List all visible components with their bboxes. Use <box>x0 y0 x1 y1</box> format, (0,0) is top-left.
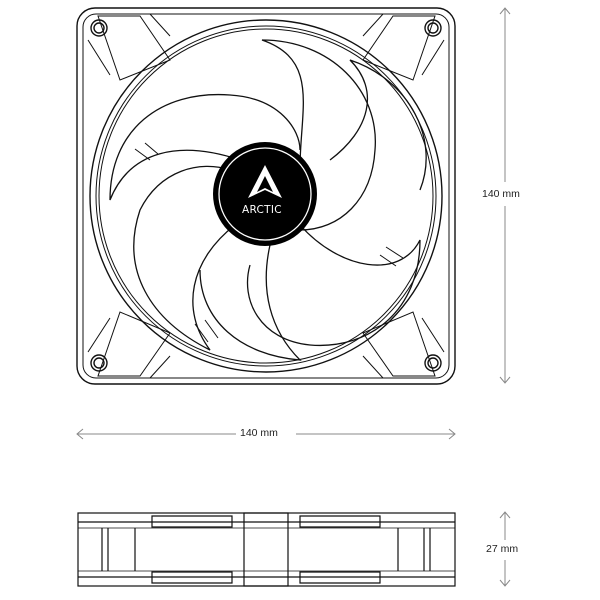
height-dimension <box>499 7 511 384</box>
depth-dimension <box>499 511 511 587</box>
mount-hole-br <box>424 354 442 372</box>
frame-outer <box>76 7 456 385</box>
mount-hole-tr <box>424 19 442 37</box>
height-dimension-label: 140 mm <box>482 188 520 200</box>
shroud-ring-outer <box>89 19 443 373</box>
width-dimension-label: 140 mm <box>240 427 278 439</box>
frame-inner <box>82 13 450 379</box>
fan-blades <box>109 39 427 361</box>
brand-logo-text: ARCTIC <box>242 204 282 216</box>
side-view <box>77 512 456 587</box>
mount-hole-tl <box>90 19 108 37</box>
width-dimension <box>76 428 456 440</box>
front-view <box>76 7 456 385</box>
hub <box>213 142 317 246</box>
mount-hole-bl <box>90 354 108 372</box>
depth-dimension-label: 27 mm <box>486 543 519 555</box>
arctic-triangle-logo-icon <box>248 165 282 198</box>
